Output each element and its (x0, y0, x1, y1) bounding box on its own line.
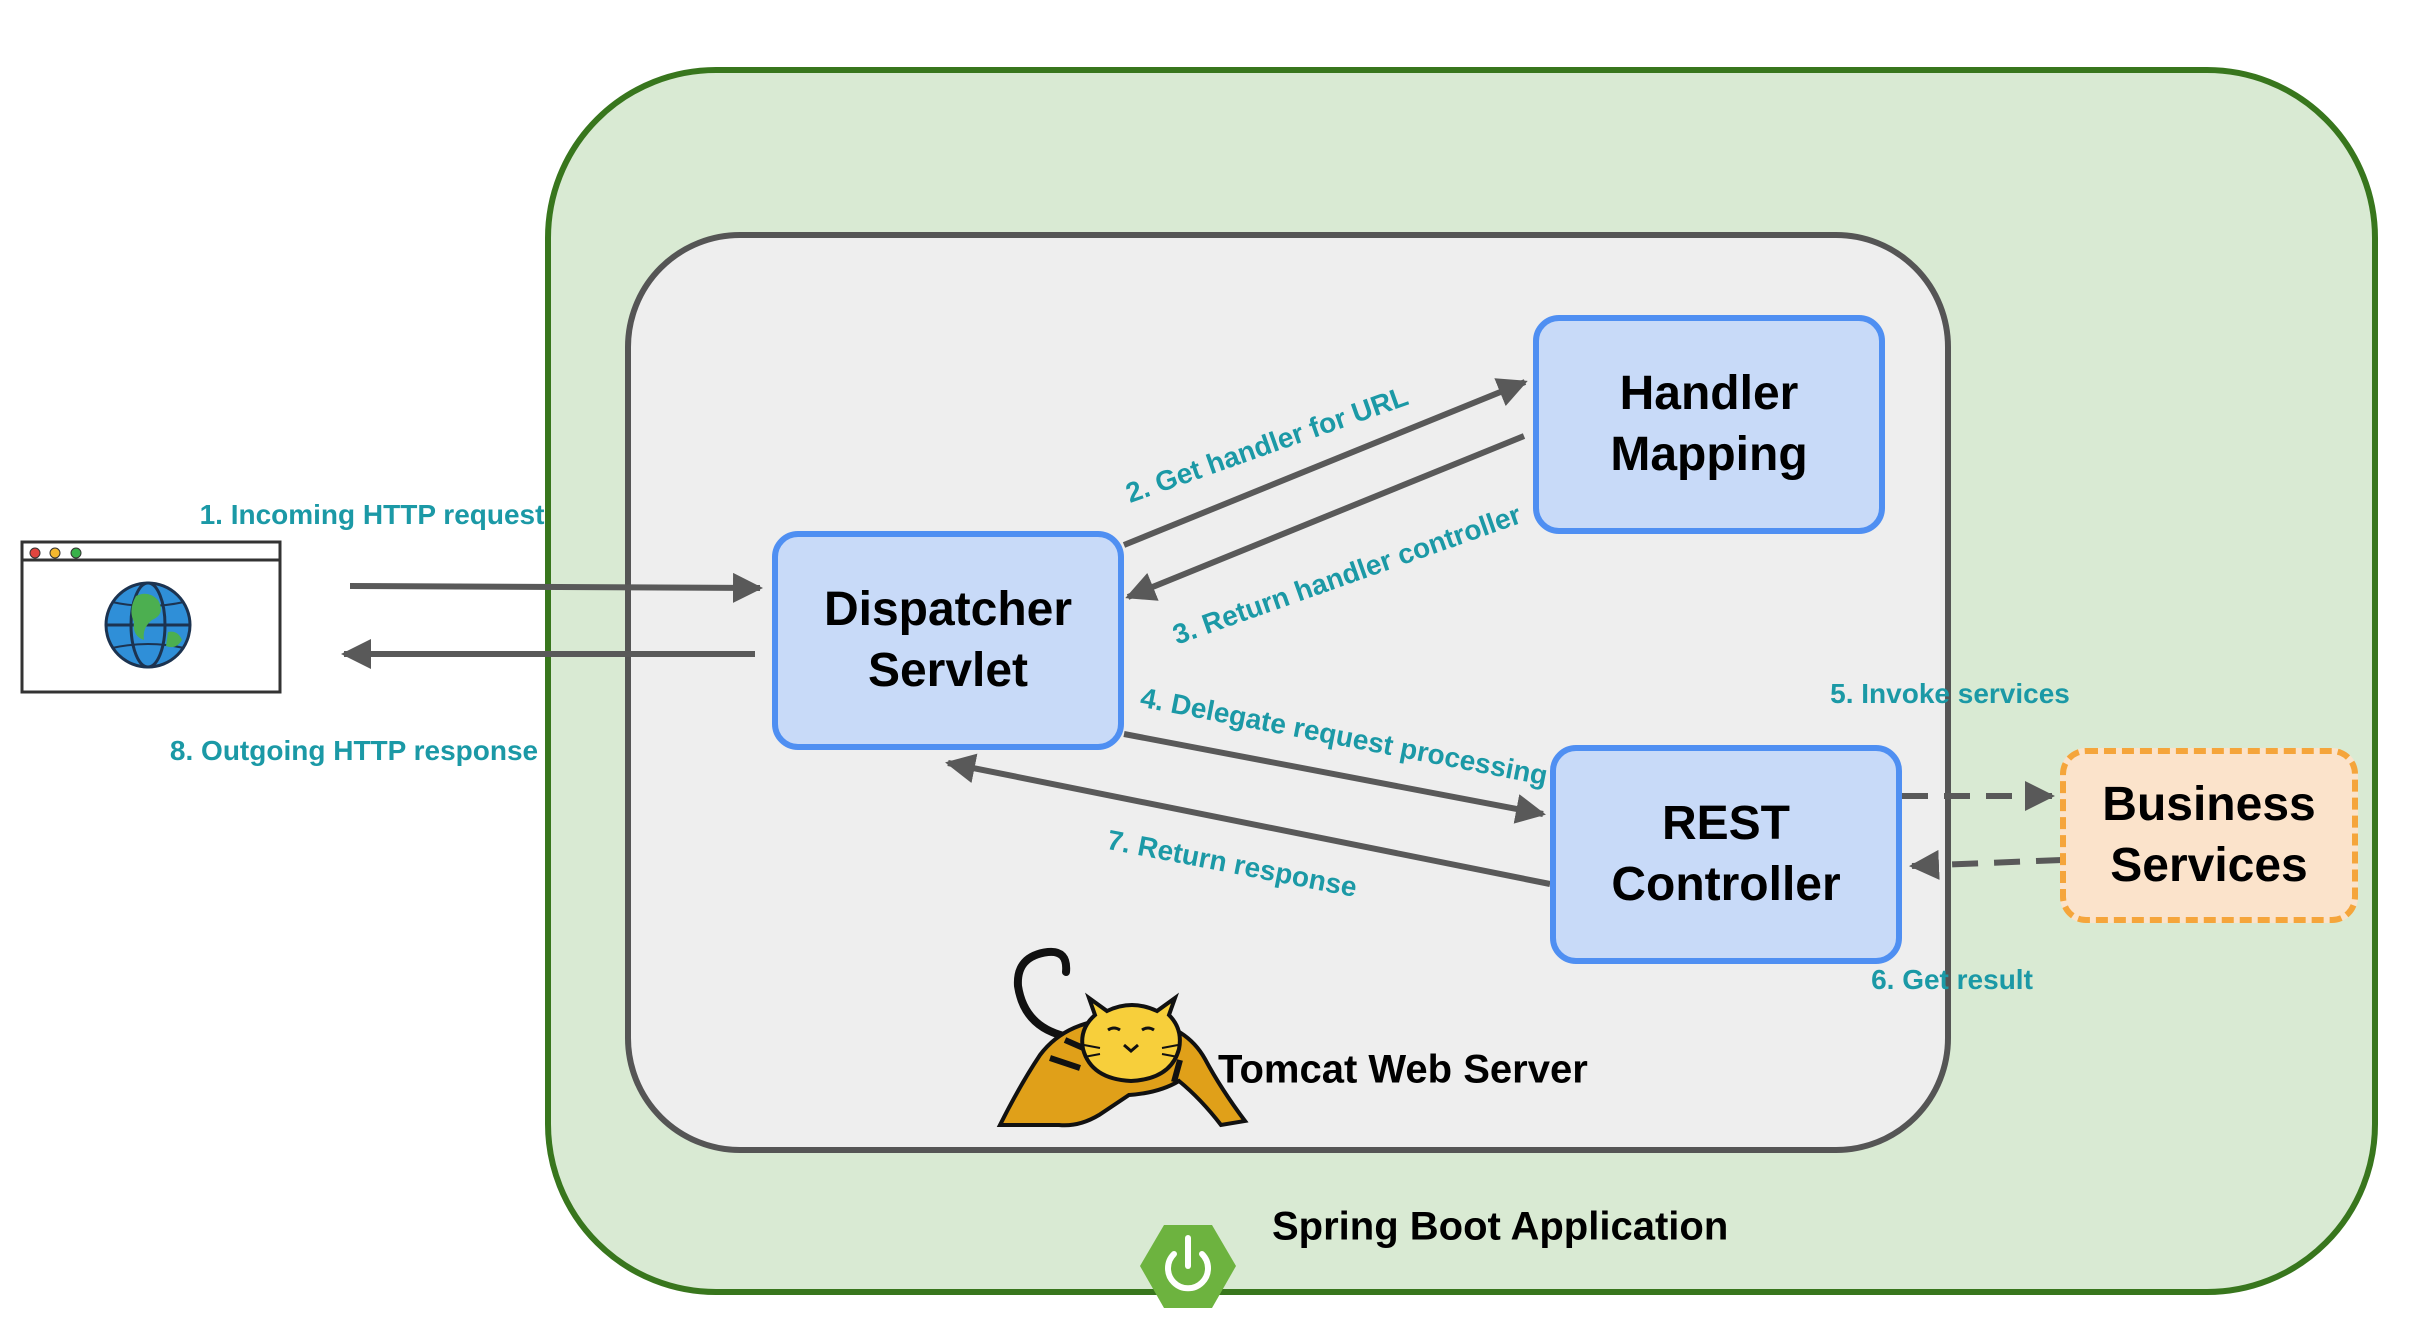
arrow-get-handler (1122, 378, 1528, 548)
rest-controller-line-2: Controller (1611, 857, 1841, 911)
arrow-incoming-request (349, 572, 763, 603)
browser-globe-icon (20, 540, 282, 694)
tomcat-cat-logo (996, 947, 1249, 1128)
arrow-get-result (1909, 849, 2063, 880)
business-services-line-2: Services (2110, 838, 2308, 892)
label-incoming-request: 1. Incoming HTTP request (199, 499, 545, 530)
handler-mapping-line-1: Handler (1619, 366, 1799, 420)
business-services-line-1: Business (2102, 777, 2316, 831)
arrow-return-response (945, 753, 1551, 887)
rest-controller-node: REST Controller (1550, 745, 1902, 964)
label-invoke-services: 5. Invoke services (1830, 678, 2070, 709)
dispatcher-line-2: Servlet (867, 643, 1029, 697)
label-outgoing-response: 8. Outgoing HTTP response (169, 735, 539, 766)
rest-controller-line-1: REST (1661, 796, 1790, 850)
arrow-delegate (1123, 731, 1546, 824)
dispatcher-line-1: Dispatcher (823, 582, 1073, 636)
arrow-return-handler (1125, 433, 1526, 601)
tomcat-label: Tomcat Web Server (1218, 1047, 1588, 1092)
spring-power-logo (1140, 1225, 1236, 1308)
label-get-result: 6. Get result (1871, 964, 2033, 995)
handler-mapping-line-2: Mapping (1610, 427, 1808, 481)
spring-boot-label: Spring Boot Application (1272, 1204, 1729, 1249)
